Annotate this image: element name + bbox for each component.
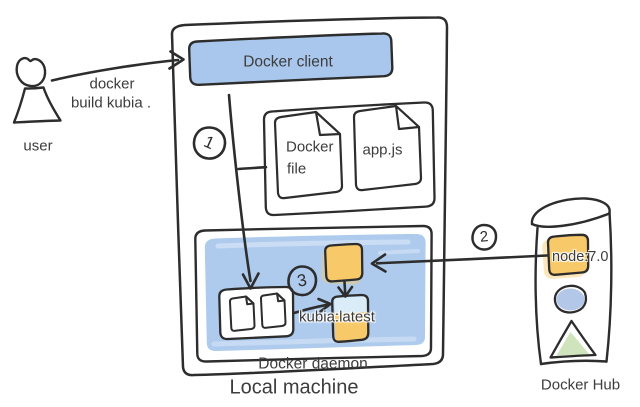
docker-daemon-label: Docker daemon bbox=[258, 355, 368, 373]
node-image-label: node:7.0 bbox=[552, 248, 609, 265]
user-command-arrow bbox=[50, 50, 185, 82]
step-circle-2 bbox=[471, 223, 498, 251]
file-icon-small-2 bbox=[259, 292, 287, 329]
dockerfile-label-line2: file bbox=[287, 160, 307, 178]
hub-image-ellipse-icon bbox=[553, 284, 588, 314]
appjs-label: app.js bbox=[362, 141, 403, 159]
step-number-2: 2 bbox=[478, 228, 490, 246]
kubia-image-label: kubia:latest bbox=[299, 308, 375, 326]
command-text-line2: build kubia . bbox=[70, 94, 152, 112]
local-machine-label: Local machine bbox=[229, 376, 359, 398]
command-text-line1: docker bbox=[89, 75, 135, 93]
build-context-box bbox=[262, 101, 436, 217]
hub-pull-arrow bbox=[370, 253, 549, 273]
files-to-kubia-arrow bbox=[292, 297, 332, 315]
docker-hub-label: Docker Hub bbox=[540, 376, 621, 394]
base-to-kubia-arrow bbox=[337, 280, 354, 298]
step-circle-3 bbox=[287, 265, 318, 297]
docker-client-label: Docker client bbox=[243, 52, 333, 70]
file-icon-small-1 bbox=[228, 295, 256, 332]
kubia-image-box bbox=[331, 293, 370, 343]
step-circle-1 bbox=[192, 126, 227, 160]
pulled-image-box bbox=[321, 242, 364, 285]
docker-hub-cylinder bbox=[530, 197, 613, 366]
user-label: user bbox=[23, 137, 53, 155]
daemon-files-box bbox=[218, 285, 295, 341]
node-image-box bbox=[542, 233, 590, 279]
user-figure-icon bbox=[12, 56, 62, 124]
appjs-file-icon bbox=[352, 104, 423, 192]
client-to-daemon-arrow bbox=[227, 93, 268, 290]
docker-client-box bbox=[188, 32, 394, 87]
dockerfile-label-line1: Docker bbox=[286, 138, 334, 156]
hub-image-triangle-icon bbox=[549, 319, 597, 359]
dockerfile-icon bbox=[273, 110, 344, 200]
